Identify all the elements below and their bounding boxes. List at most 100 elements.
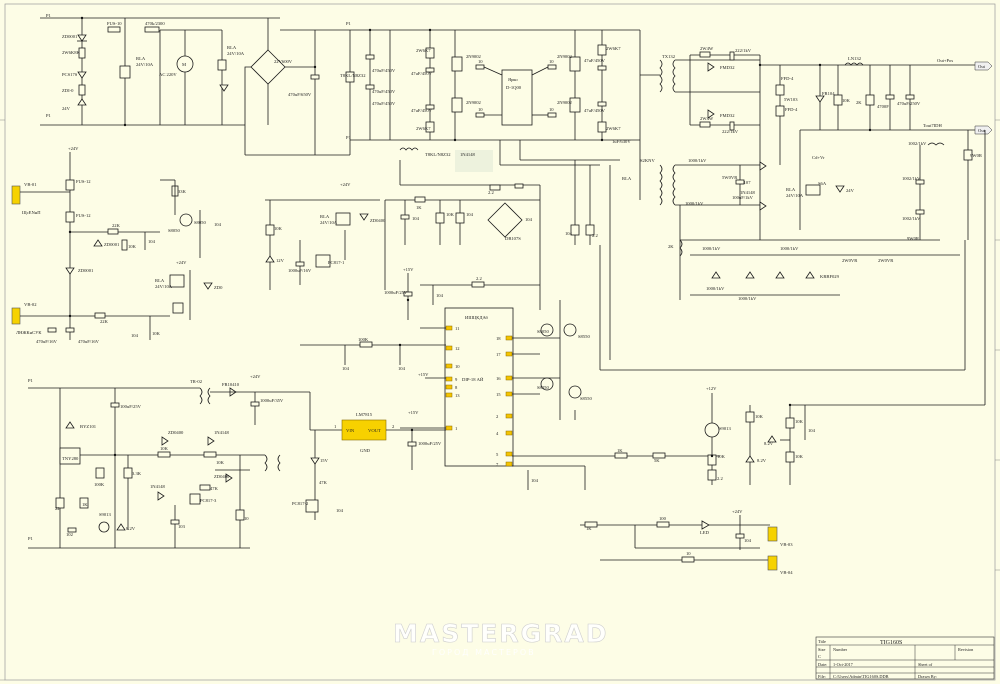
capacitor-icon	[915, 179, 925, 185]
svg-text:47uF/450V: 47uF/450V	[584, 58, 606, 63]
svg-text:PC817-1: PC817-1	[328, 260, 345, 265]
resistor-icon	[414, 196, 426, 203]
junction-dots	[68, 16, 872, 458]
svg-text:9W0R: 9W0R	[907, 236, 920, 241]
sheet-border	[4, 3, 996, 681]
capacitor-icon	[250, 401, 260, 407]
relay-coil-icon	[335, 212, 351, 226]
svg-text:33K: 33K	[178, 189, 187, 194]
driver-transistor-icon	[568, 385, 582, 399]
zener-top-label: ZD0001	[62, 34, 78, 39]
svg-text:Out: Out	[978, 64, 986, 69]
svg-text:FUS-12: FUS-12	[76, 213, 91, 218]
svg-text:10: 10	[549, 59, 554, 64]
svg-text:5W103: 5W103	[784, 97, 798, 102]
svg-text:104: 104	[525, 217, 533, 222]
hv-transformer-icon	[659, 164, 663, 206]
svg-text:10: 10	[478, 59, 483, 64]
diode-icon	[745, 271, 755, 279]
resistor-icon	[614, 452, 628, 459]
transistor-icon	[704, 422, 720, 438]
capacitor-icon	[67, 527, 77, 533]
svg-text:ИШЦКДАб: ИШЦКДАб	[465, 315, 489, 320]
zener-diode-icon	[767, 435, 777, 443]
svg-text:1000uF/16V: 1000uF/16V	[288, 268, 312, 273]
mosfet-icon	[569, 56, 581, 72]
svg-text:Sheet of: Sheet of	[918, 662, 933, 667]
svg-text:ZD0400: ZD0400	[214, 474, 230, 479]
svg-text:10K: 10K	[274, 226, 283, 231]
svg-text:FMD32: FMD32	[720, 65, 735, 70]
svg-text:2.2: 2.2	[592, 233, 598, 238]
svg-text:VOUT: VOUT	[368, 428, 381, 433]
svg-text:8.2V: 8.2V	[764, 441, 774, 446]
diode-icon	[207, 436, 215, 446]
svg-text:1K: 1K	[586, 526, 592, 531]
capacitor-icon	[905, 94, 915, 100]
svg-text:+24V: +24V	[68, 146, 79, 151]
resistor-icon	[865, 94, 875, 106]
svg-text:C: C	[818, 654, 821, 659]
connector-vb04[interactable]	[767, 555, 778, 571]
ic-pin-15	[505, 391, 513, 397]
svg-text:2W6K7: 2W6K7	[416, 126, 431, 131]
ic-pin-1	[445, 425, 453, 431]
resistor-icon	[785, 451, 795, 463]
capacitor-icon	[915, 209, 925, 215]
svg-text:22K: 22K	[100, 319, 109, 324]
capacitor-icon	[110, 402, 120, 408]
resistor-icon	[471, 281, 485, 288]
zener-diode-icon	[835, 185, 845, 193]
svg-text:DB107S: DB107S	[505, 236, 521, 241]
aux-supply-section: P1 P1 100uF/25V TR-02 FR10410 1000uF/35V…	[28, 374, 446, 549]
svg-text:1uF/630V: 1uF/630V	[612, 139, 631, 144]
resistor-icon	[584, 521, 598, 528]
svg-text:S6A: S6A	[818, 181, 827, 186]
bridge-rectifier-icon	[250, 49, 286, 85]
svg-text:2.2: 2.2	[488, 190, 494, 195]
zener-diode-icon	[310, 457, 320, 465]
svg-text:1002/1kV: 1002/1kV	[902, 216, 921, 221]
svg-text:FUS-12: FUS-12	[76, 179, 91, 184]
svg-text:2W6K7: 2W6K7	[606, 46, 621, 51]
diode-icon	[225, 473, 233, 483]
svg-text:2N9002: 2N9002	[557, 54, 573, 59]
resistor-icon	[425, 121, 435, 133]
svg-text:PC817-3: PC817-3	[200, 498, 217, 503]
connector-vb01[interactable]	[11, 185, 21, 205]
svg-text:470k/2300: 470k/2300	[145, 21, 165, 26]
optocoupler-icon	[305, 499, 319, 513]
resistor-icon	[425, 47, 435, 59]
svg-text:S8050: S8050	[537, 385, 549, 390]
svg-text:470uF/16V: 470uF/16V	[36, 339, 58, 344]
svg-text:RLA: RLA	[227, 45, 237, 50]
svg-text:104: 104	[342, 366, 350, 371]
svg-text:222/1kV: 222/1kV	[735, 48, 752, 53]
diode-icon	[805, 271, 815, 279]
svg-text:2W6K8K: 2W6K8K	[62, 50, 81, 55]
svg-text:Revision: Revision	[958, 647, 974, 652]
fuse-icon	[107, 26, 121, 33]
svg-text:RLA: RLA	[786, 187, 796, 192]
diode-icon	[815, 95, 825, 103]
pwm-controller-section: ИШЦКДАб DIP-18 АЙ 11 12 10 9 8 13 1 18 1…	[300, 165, 611, 467]
zener-diode-icon	[65, 267, 75, 275]
led-icon	[701, 520, 710, 530]
svg-text:P1: P1	[28, 536, 34, 541]
svg-text:LED: LED	[700, 530, 710, 535]
connector-vb03[interactable]	[767, 526, 778, 542]
inductor-icon	[927, 142, 945, 146]
svg-text:104: 104	[336, 508, 344, 513]
svg-text:Number: Number	[833, 647, 848, 652]
svg-text:1000/1kV: 1000/1kV	[706, 286, 725, 291]
watermark-subtitle: ГОРОД МАСТЕРОВ	[432, 648, 536, 657]
svg-text:104: 104	[214, 222, 222, 227]
svg-text:17: 17	[496, 352, 501, 357]
svg-text:ZDI-0: ZDI-0	[62, 88, 74, 93]
resistor-icon	[144, 26, 160, 33]
connector-vb02[interactable]	[11, 307, 21, 325]
svg-text:S9013: S9013	[99, 512, 111, 517]
relay-coil-icon	[169, 274, 185, 288]
svg-text:2K: 2K	[668, 244, 674, 249]
